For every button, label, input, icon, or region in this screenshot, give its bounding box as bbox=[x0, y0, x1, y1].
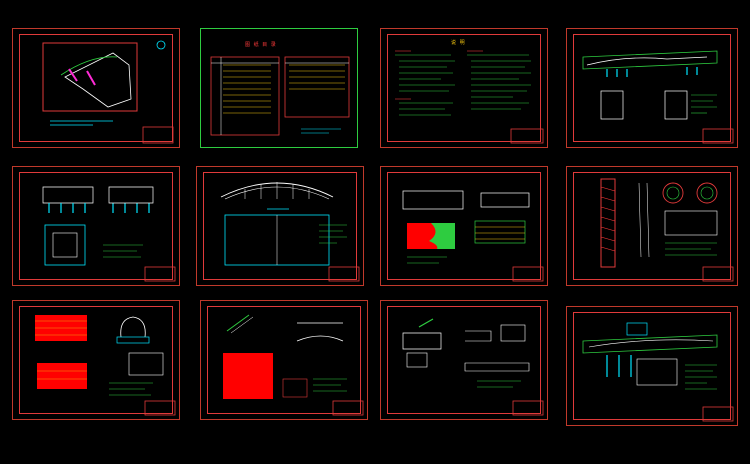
sheet-frame bbox=[19, 34, 173, 142]
sheet-frame bbox=[203, 172, 357, 280]
sheet-frame bbox=[573, 172, 731, 280]
abutment-section-drawing bbox=[582, 322, 734, 422]
sheet-frame bbox=[19, 172, 173, 280]
arch-elevation-drawing bbox=[220, 182, 360, 282]
sheet-frame bbox=[387, 306, 541, 414]
pier-detail-drawing bbox=[42, 186, 176, 282]
drawing-sheet-pile-rebar[interactable] bbox=[566, 166, 738, 286]
site-plan-drawing bbox=[42, 40, 174, 144]
drawing-sheet-index[interactable]: 图 纸 目 录 bbox=[200, 28, 358, 148]
slab-rebar-drawing bbox=[402, 190, 544, 282]
drawing-sheet-arch-rebar[interactable] bbox=[200, 300, 368, 420]
deck-plan-drawing bbox=[35, 315, 176, 416]
bridge-elevation-drawing bbox=[582, 50, 734, 144]
drawing-sheet-slab-rebar[interactable] bbox=[380, 166, 548, 286]
sheet-frame bbox=[387, 172, 541, 280]
drawing-sheet-arch-elevation[interactable] bbox=[196, 166, 364, 286]
pile-rebar-drawing bbox=[600, 178, 734, 282]
drawing-index-title: 图 纸 目 录 bbox=[245, 42, 277, 48]
sheet-frame bbox=[19, 306, 173, 414]
drawing-index-table bbox=[210, 56, 350, 136]
arch-rebar-drawing bbox=[223, 314, 364, 416]
drawing-sheet-bridge-elevation[interactable] bbox=[566, 28, 738, 148]
drawing-sheet-joint-detail[interactable] bbox=[380, 300, 548, 420]
sheet-frame bbox=[573, 312, 731, 420]
drawing-sheet-site-plan[interactable] bbox=[12, 28, 180, 148]
sheet-frame bbox=[207, 306, 361, 414]
drawing-sheet-design-notes[interactable]: 说 明 bbox=[380, 28, 548, 148]
drawing-sheet-deck-plan[interactable] bbox=[12, 300, 180, 420]
design-notes-text-block bbox=[395, 50, 544, 144]
design-notes-title: 说 明 bbox=[451, 40, 466, 46]
sheet-frame bbox=[573, 34, 731, 142]
drawing-sheet-abutment-section[interactable] bbox=[566, 306, 738, 426]
joint-detail-drawing bbox=[402, 318, 544, 416]
sheet-frame bbox=[387, 34, 541, 142]
drawing-sheet-pier-detail[interactable] bbox=[12, 166, 180, 286]
